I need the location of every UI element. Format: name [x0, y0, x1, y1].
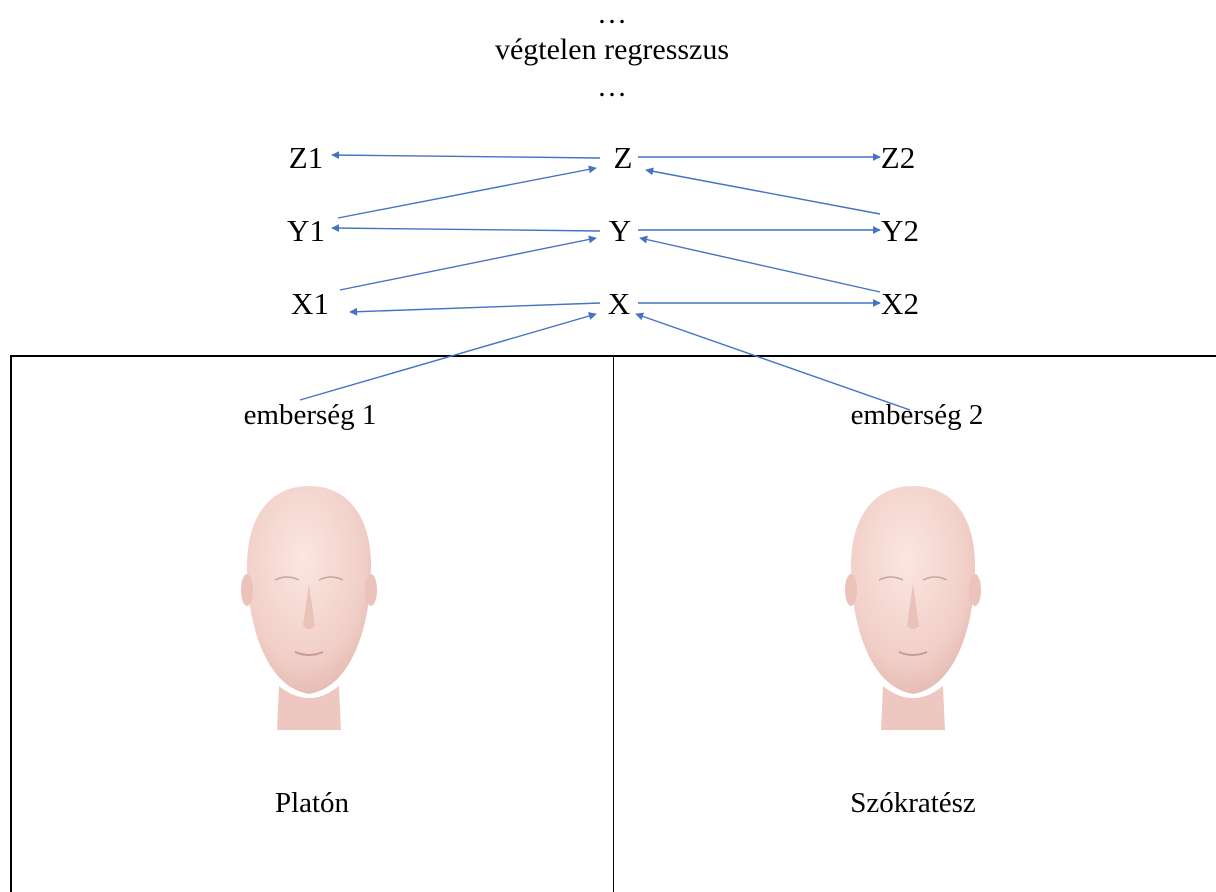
node-z: Z [613, 140, 633, 175]
node-x1: X1 [291, 286, 329, 321]
arrow-h2-to-x [635, 312, 911, 411]
arrow-y-to-y1 [331, 224, 601, 233]
person-name-szokratesz: Szókratész [850, 787, 976, 819]
node-z2: Z2 [880, 140, 916, 175]
mannequin-head-icon [241, 486, 377, 730]
ellipsis-bottom: … [597, 70, 627, 103]
humanity-label-1: emberség 1 [243, 399, 377, 431]
arrow-x2-to-y [639, 235, 881, 293]
diagram-title: végtelen regresszus [494, 33, 730, 66]
node-z1: Z1 [288, 140, 324, 175]
node-x: X [607, 286, 631, 321]
mannequin-head-icon [845, 486, 981, 730]
node-y1: Y1 [287, 213, 325, 248]
person-name-platon: Platón [274, 787, 350, 819]
arrow-h1-to-x [299, 312, 597, 401]
humanity-label-2: emberség 2 [850, 399, 984, 431]
arrow-x-to-x1 [349, 302, 601, 316]
node-y: Y [608, 213, 632, 248]
node-x2: X2 [881, 286, 919, 321]
arrow-y1-to-z [337, 165, 597, 219]
ellipsis-top: … [597, 0, 627, 30]
arrow-y2-to-z [645, 167, 881, 215]
arrow-z-to-z1 [331, 151, 601, 160]
node-y2: Y2 [881, 213, 919, 248]
arrow-x1-to-y [339, 235, 597, 291]
